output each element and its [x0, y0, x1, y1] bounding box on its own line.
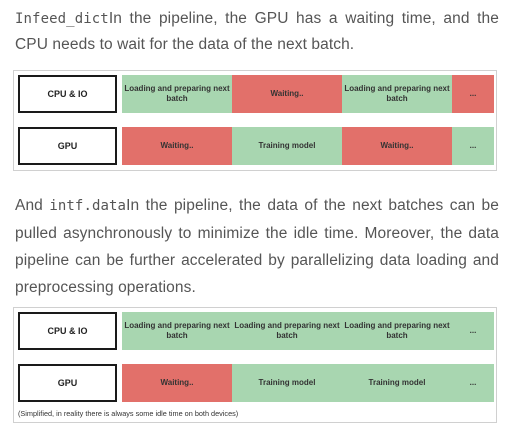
gpu-segment-training: Training model — [232, 127, 342, 165]
gpu-segment-training: Training model — [258, 378, 316, 387]
cpu-segment-loading: Loading and preparing next batch — [344, 321, 450, 340]
gpu-label: GPU — [18, 127, 117, 165]
paragraph-tf-data: And intf.dataIn the pipeline, the data o… — [15, 192, 499, 301]
cpu-io-label: CPU & IO — [18, 75, 117, 113]
cpu-segment-ellipsis: ... — [452, 312, 494, 350]
gpu-row: GPU Waiting.. Training model Waiting.. .… — [18, 127, 494, 165]
diagram-feed-dict-timeline: CPU & IO Loading and preparing next batc… — [13, 70, 497, 171]
paragraph-prefix: And — [15, 197, 50, 214]
diagram-tf-data-timeline: CPU & IO Loading and preparing next batc… — [13, 307, 497, 423]
cpu-row: CPU & IO Loading and preparing next batc… — [18, 312, 494, 350]
gpu-segment-training: Training model — [368, 378, 426, 387]
cpu-segment-loading-span — [122, 312, 452, 350]
cpu-segment-loading: Loading and preparing next batch — [342, 75, 452, 113]
gpu-row: GPU Waiting.. Training model Training mo… — [18, 364, 494, 402]
paragraph-text: In the pipeline, the GPU has a waiting t… — [15, 10, 499, 53]
gpu-segment-waiting: Waiting.. — [122, 364, 232, 402]
cpu-segment-ellipsis: ... — [452, 75, 494, 113]
paragraph-text: In the pipeline, the data of the next ba… — [15, 197, 499, 296]
gpu-segment-ellipsis: ... — [452, 127, 494, 165]
cpu-segment-loading: Loading and preparing next batch — [124, 321, 230, 340]
cpu-segment-loading: Loading and preparing next batch — [234, 321, 340, 340]
diagram-caption: (Simplified, in reality there is always … — [18, 409, 239, 418]
inline-code-feed-dict: Infeed_dict — [15, 11, 109, 27]
gpu-segment-waiting: Waiting.. — [342, 127, 452, 165]
gpu-segment-waiting: Waiting.. — [122, 127, 232, 165]
gpu-segment-training-span — [232, 364, 452, 402]
gpu-segment-ellipsis: ... — [452, 364, 494, 402]
inline-code-tf-data: intf.data — [49, 198, 127, 214]
gpu-label: GPU — [18, 364, 117, 402]
cpu-segment-waiting: Waiting.. — [232, 75, 342, 113]
cpu-io-label: CPU & IO — [18, 312, 117, 350]
paragraph-feed-dict: Infeed_dictIn the pipeline, the GPU has … — [15, 6, 499, 58]
cpu-row: CPU & IO Loading and preparing next batc… — [18, 75, 494, 113]
cpu-segment-loading: Loading and preparing next batch — [122, 75, 232, 113]
